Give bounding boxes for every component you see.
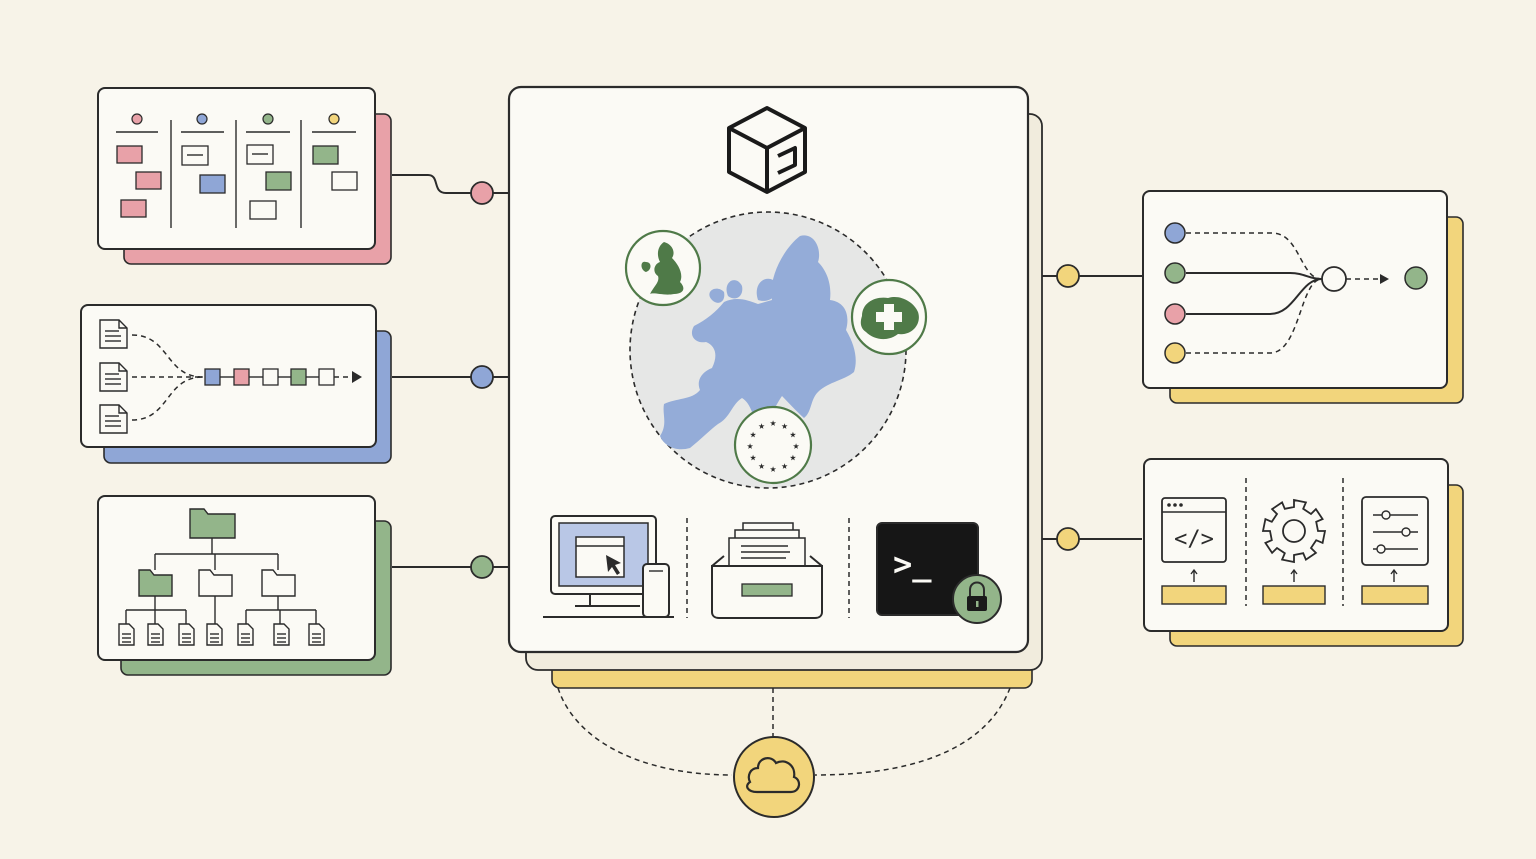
connector-dot-green bbox=[470, 555, 494, 579]
kanban-card-item bbox=[116, 145, 143, 164]
code-window-icon: </> bbox=[1161, 497, 1227, 563]
file-icon bbox=[273, 623, 290, 646]
pipeline-step bbox=[262, 368, 279, 386]
britain-shape bbox=[726, 280, 743, 299]
code-label: </> bbox=[1174, 527, 1214, 552]
connector-dot-red bbox=[470, 181, 494, 205]
merge-node bbox=[1321, 266, 1347, 292]
connector-dot-blue bbox=[470, 365, 494, 389]
output-node-green bbox=[1404, 266, 1428, 290]
scandinavia-shape bbox=[756, 278, 779, 301]
switzerland-flag-icon bbox=[850, 278, 928, 356]
file-row bbox=[118, 623, 325, 646]
connector-cloud-right bbox=[814, 687, 1011, 776]
cloud-icon bbox=[746, 757, 801, 794]
folder-icon bbox=[138, 569, 173, 597]
folder-icon bbox=[261, 569, 296, 597]
kanban-column-2 bbox=[181, 113, 226, 194]
kanban-column-3 bbox=[246, 113, 292, 220]
star-glyph: ★ bbox=[770, 462, 777, 475]
lock-icon bbox=[952, 574, 1002, 624]
pipeline-card-face bbox=[80, 304, 377, 448]
cloud-node bbox=[733, 736, 815, 818]
star-glyph: ★ bbox=[758, 459, 765, 472]
connector-dot-yellow-bottom bbox=[1056, 527, 1080, 551]
connector-cloud-left bbox=[557, 687, 733, 776]
file-icon bbox=[237, 623, 254, 646]
kanban-card-item bbox=[135, 171, 162, 190]
desktop-computer-icon bbox=[543, 515, 674, 618]
file-icon bbox=[308, 623, 325, 646]
terminal-prompt: >_ bbox=[893, 545, 932, 583]
arrow-right-icon bbox=[1380, 274, 1389, 284]
pipeline-step bbox=[204, 368, 221, 386]
folder-icon bbox=[198, 569, 233, 597]
input-node-blue bbox=[1164, 222, 1186, 244]
input-node-red bbox=[1164, 303, 1186, 325]
document-icon bbox=[99, 362, 128, 392]
star-glyph: ★ bbox=[750, 451, 757, 464]
kanban-card bbox=[97, 87, 392, 265]
star-glyph: ★ bbox=[781, 459, 788, 472]
star-glyph: ★ bbox=[790, 428, 797, 441]
folder-tree-card bbox=[97, 495, 392, 676]
terminal-icon: >_ bbox=[876, 522, 979, 616]
arrow-right-icon bbox=[352, 371, 362, 383]
eu-stars-icon: ★★★★★★★★★★★★ bbox=[733, 405, 813, 485]
kanban-column-4 bbox=[312, 113, 358, 191]
merge-card bbox=[1142, 190, 1464, 404]
kanban-card-item bbox=[120, 199, 147, 218]
center-card: ★★★★★★★★★★★★ bbox=[507, 85, 1043, 689]
package-cube-icon bbox=[727, 106, 807, 194]
file-icon bbox=[147, 623, 164, 646]
star-glyph: ★ bbox=[770, 416, 777, 429]
star-glyph: ★ bbox=[790, 451, 797, 464]
config-slot bbox=[1361, 585, 1429, 605]
star-glyph: ★ bbox=[793, 439, 800, 452]
pipeline-step bbox=[233, 368, 250, 386]
config-slot bbox=[1262, 585, 1326, 605]
folder-tree-card-face bbox=[97, 495, 376, 661]
pipeline-card bbox=[80, 304, 392, 464]
pipeline-step bbox=[318, 368, 335, 386]
input-node-yellow bbox=[1164, 342, 1186, 364]
star-glyph: ★ bbox=[747, 439, 754, 452]
gear-icon bbox=[1261, 498, 1327, 564]
document-icon bbox=[99, 404, 128, 434]
pipeline-step bbox=[290, 368, 307, 386]
config-card: </> bbox=[1143, 458, 1464, 647]
archive-box-icon bbox=[711, 522, 823, 619]
input-node-green bbox=[1164, 262, 1186, 284]
connector-dot-yellow-top bbox=[1056, 264, 1080, 288]
europe-globe: ★★★★★★★★★★★★ bbox=[624, 211, 928, 489]
sliders-icon bbox=[1361, 496, 1429, 566]
config-slot bbox=[1161, 585, 1227, 605]
document-icon bbox=[99, 319, 128, 349]
star-glyph: ★ bbox=[781, 419, 788, 432]
cloud-circle bbox=[733, 736, 815, 818]
star-glyph: ★ bbox=[750, 428, 757, 441]
connector-kanban bbox=[392, 174, 510, 194]
ireland-shape bbox=[709, 288, 725, 303]
merge-card-face bbox=[1142, 190, 1448, 389]
file-icon bbox=[178, 623, 195, 646]
pipeline-steps bbox=[204, 368, 362, 386]
uk-map-icon bbox=[624, 229, 702, 307]
europe-map bbox=[660, 235, 856, 450]
file-icon bbox=[118, 623, 135, 646]
file-icon bbox=[206, 623, 223, 646]
star-glyph: ★ bbox=[758, 419, 765, 432]
kanban-column-1 bbox=[116, 113, 162, 218]
folder-icon bbox=[189, 508, 236, 539]
